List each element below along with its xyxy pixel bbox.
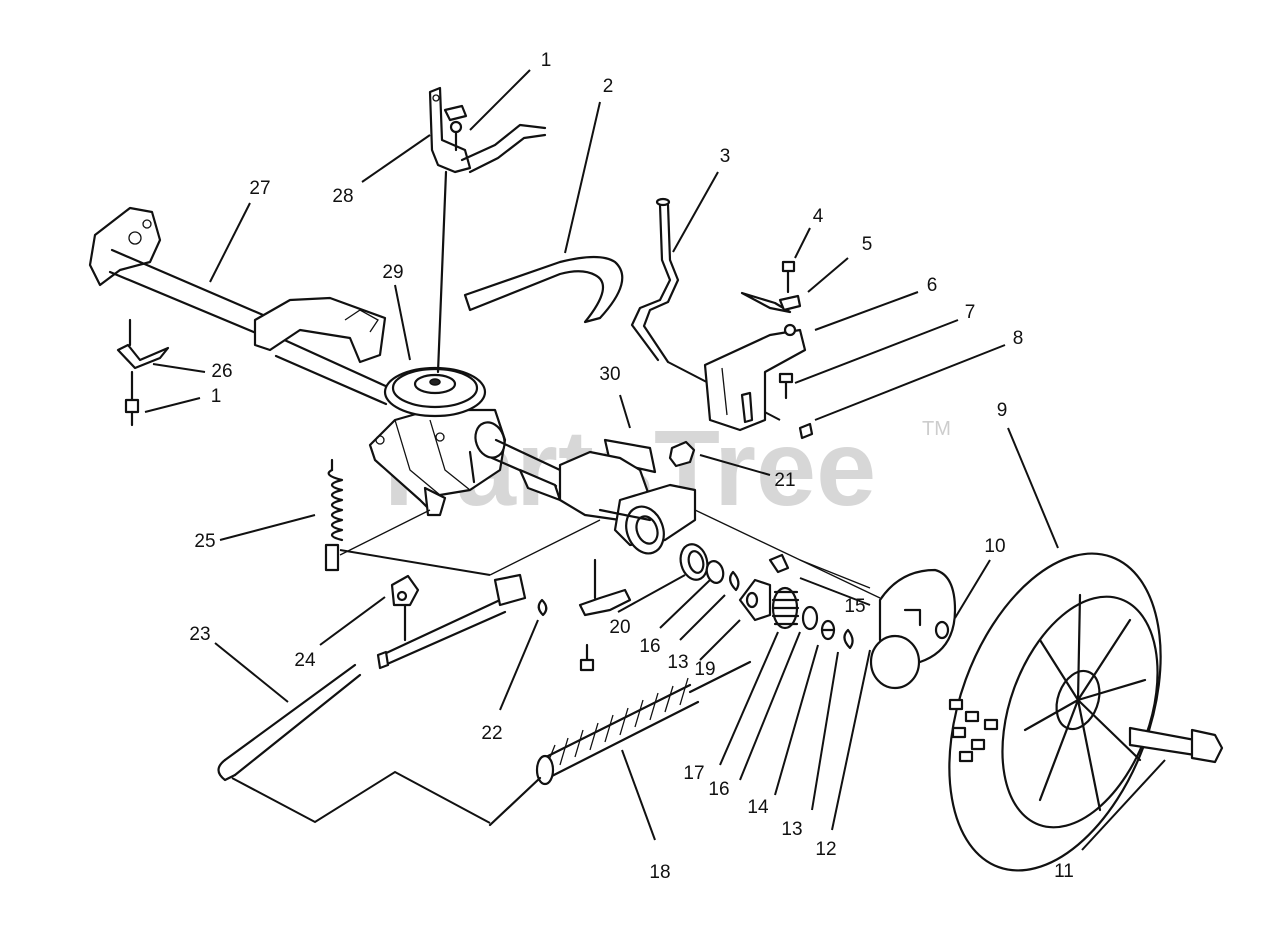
part-25-spring [324,458,344,572]
part-11-axle-bolt [1128,726,1224,764]
callout-12: 12 [815,839,836,860]
part-2-drive-belt [463,255,624,324]
callout-29: 29 [382,262,403,283]
callout-27: 27 [249,178,270,199]
callout-28: 28 [332,186,353,207]
part-20-washer [679,543,709,581]
part-22-clip [537,598,548,617]
part-26-clip-bracket [116,318,170,427]
small-bracket [578,558,632,672]
part-14-bushing [820,619,836,641]
callout-9: 9 [997,400,1008,421]
callouts: 1 2 3 4 5 6 7 8 9 10 11 12 13 14 15 16 1… [189,50,1073,883]
part-29-gearbox [368,366,562,517]
callout-16-a: 16 [639,636,660,657]
callout-5: 5 [862,234,873,255]
callout-3: 3 [720,146,731,167]
part-9-wheel [948,552,1162,872]
callout-leaders [144,69,1166,851]
callout-20: 20 [609,617,630,638]
part-19-hub [738,578,772,622]
callout-25: 25 [194,531,215,552]
callout-2: 2 [603,76,614,97]
callout-4: 4 [813,206,824,227]
part-13-clip-b [843,628,854,650]
callout-11: 11 [1054,861,1074,882]
part-6-side-bracket [703,260,814,440]
part-16-washer-b [801,605,819,631]
callout-6: 6 [927,275,938,296]
callout-18: 18 [649,862,670,883]
callout-19: 19 [694,659,715,680]
callout-1-b: 1 [211,386,222,407]
callout-14: 14 [747,797,769,818]
callout-13-b: 13 [781,819,802,840]
callout-21: 21 [774,470,795,491]
part-28-control-bracket [428,86,547,374]
callout-23: 23 [189,624,210,645]
callout-26: 26 [211,361,232,382]
callout-1: 1 [541,50,552,71]
callout-13-a: 13 [667,652,688,673]
part-27-axle-shaft [88,206,392,406]
wheel-tread [948,698,999,763]
callout-30: 30 [599,364,620,385]
part-18-spring [488,660,752,827]
part-30-pivot-housing [558,438,697,555]
part-17-gear [771,586,800,630]
watermark-trademark: TM [922,418,951,440]
callout-16-b: 16 [708,779,729,800]
part-21-nut [668,440,696,468]
callout-7: 7 [965,302,976,323]
callout-8: 8 [1013,328,1024,349]
part-10-wheel-cover [869,568,957,690]
callout-17: 17 [683,763,704,784]
part-23-rod [217,663,491,824]
part-15-key [768,553,790,574]
part-24-pivot-block [339,549,527,670]
part-13-clip-a [729,570,740,592]
callout-22: 22 [481,723,502,744]
callout-10: 10 [984,536,1005,557]
part-16-washer-a [705,560,725,584]
callout-24: 24 [294,650,316,671]
assembly-lines [339,509,881,599]
callout-15: 15 [844,596,865,617]
